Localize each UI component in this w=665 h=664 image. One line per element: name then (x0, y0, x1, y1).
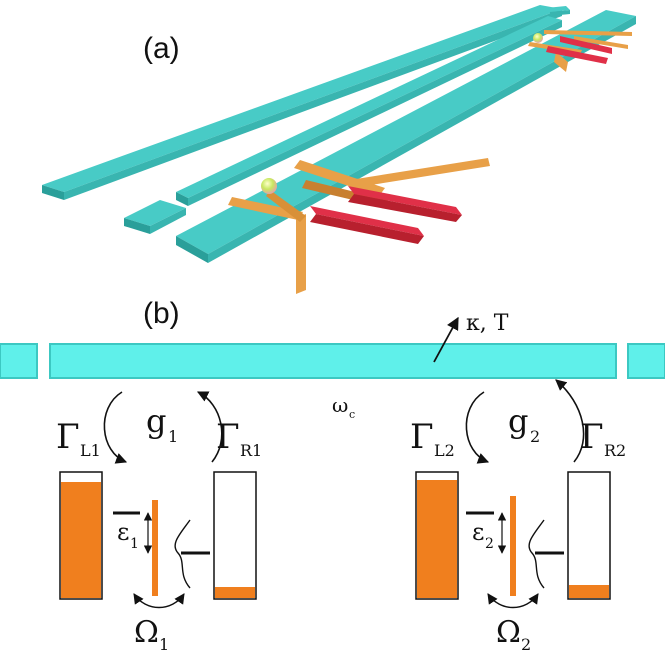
gamma-right-2-sub: R2 (604, 441, 626, 460)
detuning-2-sub: 2 (485, 536, 494, 552)
wavefunction-1 (174, 519, 191, 589)
lead-right-1 (213, 471, 257, 600)
wavefunction-2 (528, 519, 545, 589)
cavity-segment-right (627, 343, 665, 379)
gamma-left-1-symbol: Γ (56, 417, 80, 457)
gamma-right-1-symbol: Γ (216, 417, 240, 457)
gamma-left-2-symbol: Γ (410, 417, 434, 457)
panel-b: (b) κ, T ω c Γ L1 g 1 Γ R1 (0, 297, 665, 654)
gamma-left-1-arrow (103, 391, 128, 464)
double-dot-1: Γ L1 g 1 Γ R1 ε 1 Ω 1 (56, 391, 262, 654)
coupling-2-sub: 2 (530, 427, 540, 446)
gamma-right-1-sub: R1 (240, 441, 262, 460)
panel-a: (a) (42, 5, 636, 294)
resonator-strip-center (176, 16, 562, 206)
coupling-1-symbol: g (146, 402, 166, 440)
gate-structure-far (528, 30, 632, 72)
cavity-frequency-sub: c (349, 408, 355, 421)
lead-right-2-fill (569, 585, 609, 598)
gate-orange-arm (350, 158, 490, 188)
resonator-pad-far (546, 6, 570, 16)
resonator-strip-left (42, 5, 562, 200)
lead-left-1-fill (61, 482, 101, 598)
cavity-frequency-label: ω (332, 393, 348, 417)
tunneling-2-sub: 2 (521, 635, 531, 654)
detuning-2-symbol: ε (472, 518, 484, 546)
cavity-resonator (0, 343, 665, 379)
quantum-dot-near (261, 178, 277, 194)
panel-b-label: (b) (143, 297, 180, 330)
gamma-left-2-sub: L2 (434, 441, 455, 460)
tunneling-2-arrow (487, 593, 539, 609)
cavity-loss-arrow (433, 316, 459, 363)
dot-barrier-1 (152, 500, 158, 596)
panel-a-label: (a) (143, 32, 180, 65)
lead-right-1-fill (215, 587, 255, 598)
gamma-left-2-arrow (465, 391, 490, 464)
gamma-left-1-sub: L1 (80, 441, 101, 460)
tunneling-1-sub: 1 (159, 635, 169, 654)
cavity-segment-left (0, 343, 38, 379)
resonator-strip-main (176, 10, 636, 263)
gate-structure-near (228, 158, 490, 294)
tunneling-1-symbol: Ω (134, 615, 159, 650)
tunneling-1-arrow (133, 593, 185, 609)
double-dot-2: Γ L2 g 2 Γ R2 ε 2 Ω 2 (410, 379, 626, 654)
lead-left-2-fill (417, 480, 457, 598)
detuning-1-sub: 1 (130, 536, 139, 552)
cavity-segment-center (49, 343, 617, 379)
gamma-right-2-symbol: Γ (580, 417, 604, 457)
resonator-pad-small (124, 200, 186, 234)
gate-orange-leg (296, 214, 306, 294)
gate-red-1 (348, 186, 462, 215)
lead-right-2 (567, 471, 611, 600)
gamma-right-1-arrow (196, 391, 223, 463)
gate-red-2 (310, 206, 424, 236)
quantum-dot-far (533, 33, 543, 43)
dot-barrier-2 (510, 496, 516, 596)
cavity-loss-label: κ, T (466, 311, 509, 336)
coupling-2-symbol: g (508, 402, 528, 440)
detuning-1-symbol: ε (117, 518, 129, 546)
tunneling-2-symbol: Ω (496, 615, 521, 650)
gate-orange-1 (294, 160, 385, 196)
gamma-right-2-arrow (555, 379, 585, 463)
coupling-1-sub: 1 (168, 427, 178, 446)
